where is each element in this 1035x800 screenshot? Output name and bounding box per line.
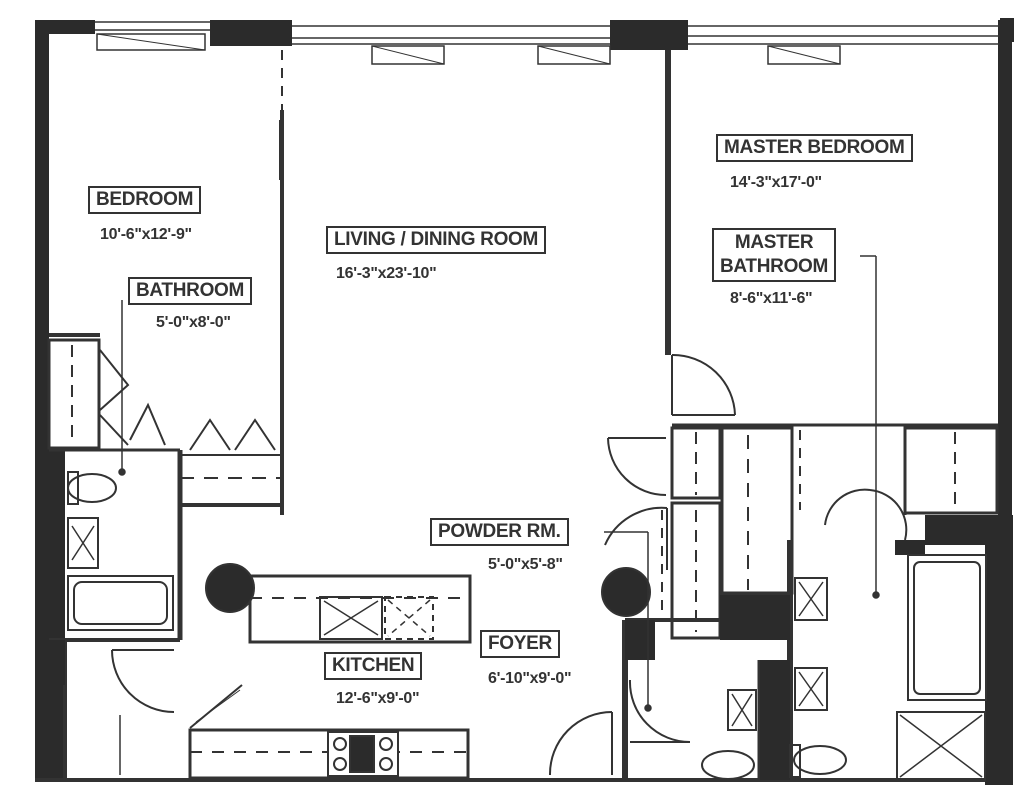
bathroom-fixtures: [67, 471, 987, 781]
kitchen-size: 12'-6"x9'-0": [336, 690, 420, 707]
master-bathroom-label-line1: MASTER: [734, 232, 814, 253]
kitchen-fixtures: [188, 510, 663, 780]
foyer-size: 6'-10"x9'-0": [488, 670, 572, 687]
bathroom-size: 5'-0"x8'-0": [156, 314, 231, 331]
bedroom-label: BEDROOM: [88, 186, 202, 214]
foyer-label: FOYER: [480, 630, 560, 658]
master-bathroom-label-line2: BATHROOM: [720, 256, 829, 277]
powder-room-size: 5'-0"x5'-8": [488, 556, 563, 573]
kitchen-label: KITCHEN: [324, 652, 423, 680]
master-bedroom-size: 14'-3"x17'-0": [730, 174, 822, 191]
master-bedroom-label: MASTER BEDROOM: [716, 134, 913, 162]
windows: [95, 21, 1000, 65]
living-dining-size: 16'-3"x23'-10": [336, 265, 437, 282]
master-bathroom-size: 8'-6"x11'-6": [730, 290, 813, 307]
living-dining-label: LIVING / DINING ROOM: [326, 226, 547, 254]
doors: [99, 349, 908, 776]
powder-room-label: POWDER RM.: [430, 518, 569, 546]
bathroom-label: BATHROOM: [128, 277, 253, 305]
bedroom-size: 10'-6"x12'-9": [100, 226, 192, 243]
master-bathroom-label: MASTER BATHROOM: [712, 228, 837, 282]
wall-blocks: [35, 515, 1013, 785]
leader-lines: [118, 255, 880, 775]
